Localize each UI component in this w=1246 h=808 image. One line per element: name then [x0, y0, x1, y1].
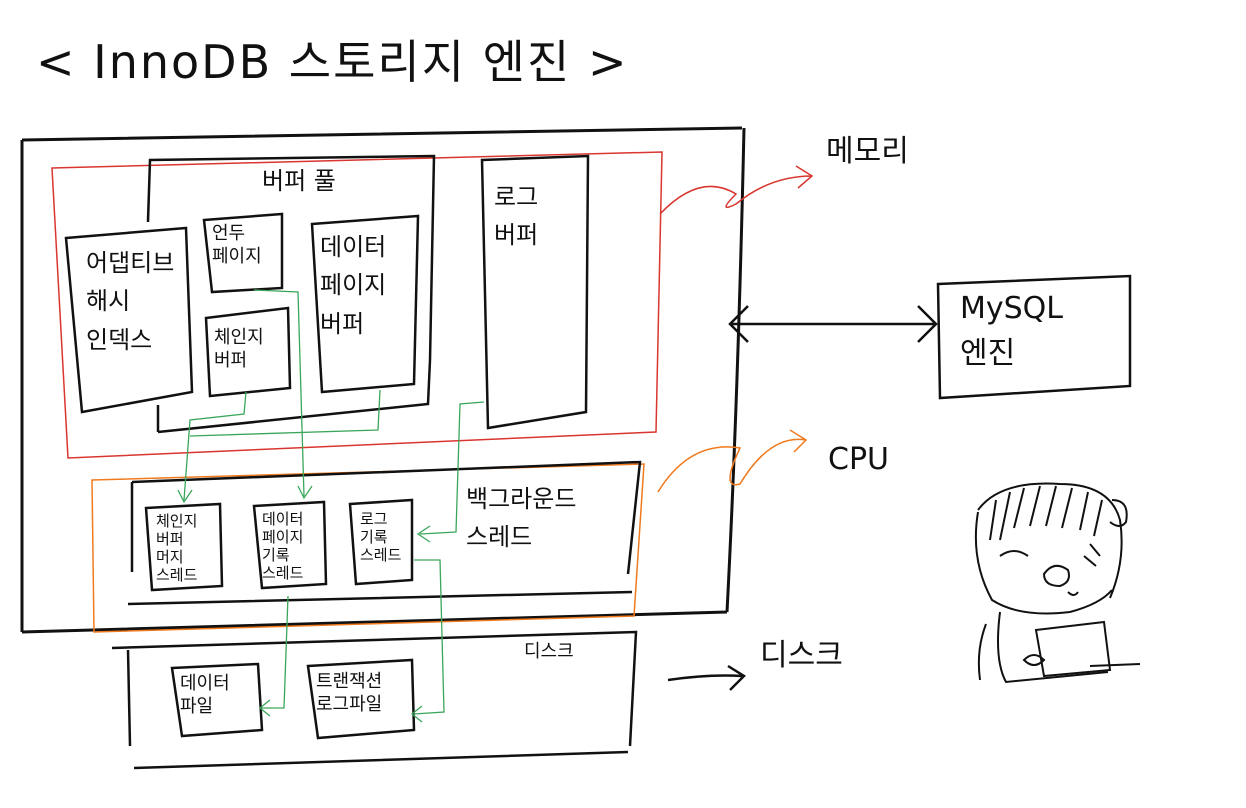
adaptive-hash-index-box	[64, 226, 194, 414]
page-title: < InnoDB 스토리지 엔진 >	[36, 35, 629, 89]
buffer-pool-label: 버퍼 풀	[262, 167, 336, 195]
log-write-thread-label: 로그 기록 스레드	[360, 510, 402, 564]
adaptive-hash-index-label: 어댑티브 해시 인덱스	[86, 249, 175, 354]
data-page-write-thread-label: 데이터 페이지 기록 스레드	[262, 510, 304, 582]
transaction-log-file-label: 트랜잭션 로그파일	[316, 671, 383, 716]
change-buffer-merge-thread-box	[144, 502, 224, 592]
mysql-bidirectional-arrow	[728, 305, 938, 343]
engine-outer-frame	[20, 126, 746, 634]
background-threads-label: 백그라운드 스레드	[466, 485, 577, 552]
character-doodle	[974, 482, 1141, 684]
memory-label: 메모리	[826, 134, 909, 169]
data-page-buffer-box	[310, 214, 420, 394]
change-buffer-merge-thread-label: 체인지 버퍼 머지 스레드	[156, 512, 198, 584]
data-file-label: 데이터 파일	[180, 673, 230, 718]
log-buffer-label: 로그 버퍼	[494, 183, 539, 250]
memory-pointer-arrow	[659, 165, 814, 215]
data-file-box	[170, 662, 264, 738]
data-page-buffer-label: 데이터 페이지 버퍼	[320, 233, 387, 338]
log-buffer-frame	[480, 154, 590, 430]
mysql-engine-label: MySQL 엔진	[960, 291, 1064, 371]
memory-region-outline	[51, 151, 663, 459]
data-page-write-thread-box	[252, 500, 328, 590]
disk-label: 디스크	[760, 638, 843, 673]
disk-inner-label: 디스크	[524, 641, 574, 662]
mysql-engine-box	[936, 274, 1132, 400]
disk-pointer-arrow	[667, 664, 746, 691]
cpu-pointer-arrow	[657, 429, 808, 493]
log-write-thread-box	[348, 498, 414, 586]
change-buffer-label: 체인지 버퍼	[214, 327, 264, 372]
background-threads-frame	[127, 460, 642, 606]
buffer-pool-frame	[146, 154, 436, 434]
undo-page-box	[202, 212, 284, 294]
undo-page-label: 언두 페이지	[212, 223, 262, 268]
transaction-log-file-box	[306, 658, 416, 740]
flow-arrows	[177, 289, 485, 723]
change-buffer-box	[204, 306, 292, 398]
cpu-label: CPU	[828, 442, 889, 477]
